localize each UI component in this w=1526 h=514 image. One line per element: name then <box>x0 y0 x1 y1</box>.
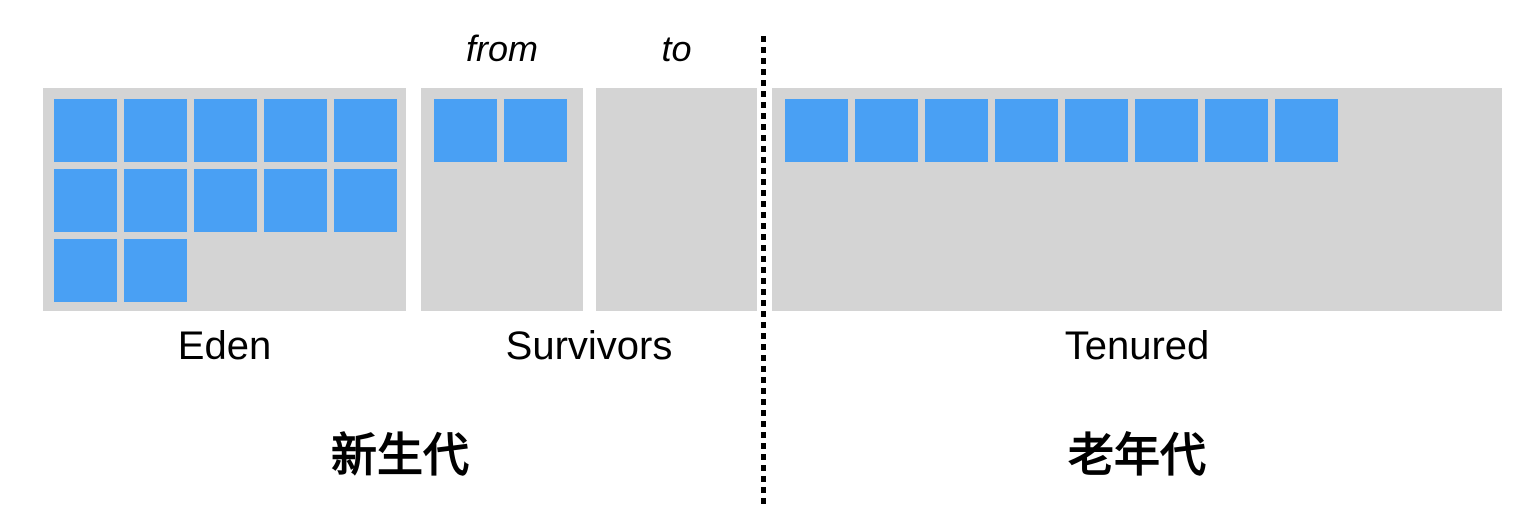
memory-object-block <box>124 239 187 302</box>
memory-object-block <box>1205 99 1268 162</box>
memory-object-block <box>194 169 257 232</box>
memory-object-block <box>264 99 327 162</box>
old-generation-label: 老年代 <box>1068 429 1206 481</box>
memory-object-block <box>54 99 117 162</box>
survivor-to-region <box>596 88 757 311</box>
memory-object-block <box>1065 99 1128 162</box>
memory-object-block <box>1275 99 1338 162</box>
memory-object-block <box>1135 99 1198 162</box>
survivors-label: Survivors <box>505 324 673 368</box>
memory-object-block <box>334 169 397 232</box>
memory-object-block <box>124 99 187 162</box>
memory-object-block <box>54 169 117 232</box>
young-generation-label: 新生代 <box>331 429 469 481</box>
memory-object-block <box>925 99 988 162</box>
eden-label: Eden <box>177 324 272 368</box>
memory-object-block <box>334 99 397 162</box>
memory-object-block <box>995 99 1058 162</box>
memory-object-block <box>194 99 257 162</box>
memory-object-block <box>434 99 497 162</box>
memory-object-block <box>264 169 327 232</box>
memory-object-block <box>785 99 848 162</box>
memory-object-block <box>54 239 117 302</box>
memory-object-block <box>504 99 567 162</box>
memory-object-block <box>855 99 918 162</box>
survivor-from-label: from <box>466 28 538 69</box>
generation-divider-line <box>761 36 766 505</box>
survivor-from-region <box>421 88 583 311</box>
memory-object-block <box>124 169 187 232</box>
eden-region <box>43 88 406 311</box>
survivor-to-label: to <box>661 28 692 69</box>
tenured-label: Tenured <box>1064 324 1210 368</box>
tenured-region <box>772 88 1502 311</box>
